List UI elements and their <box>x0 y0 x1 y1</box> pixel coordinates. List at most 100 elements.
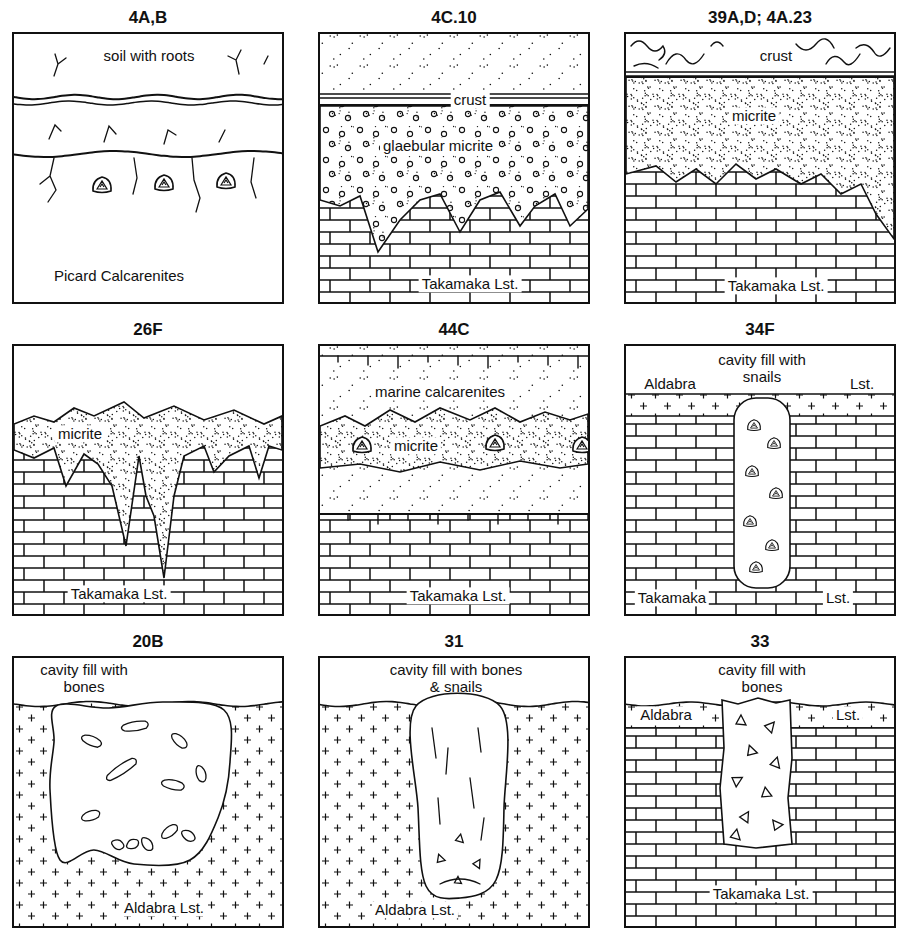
section-panel: 39A,D; 4A.23crustmicriteTakamaka Lst. <box>624 32 896 304</box>
cavity-fill <box>410 693 508 898</box>
rock-label: micrite <box>55 425 105 442</box>
section-panel: 33cavity fill with bonesAldabraLst.Takam… <box>624 656 896 928</box>
rock-label: Lst. <box>823 589 853 606</box>
bone-fragment <box>179 828 197 844</box>
shell-fragment <box>731 773 745 787</box>
cavity-fill <box>50 702 232 866</box>
rock-label: Aldabra Lst. <box>121 899 207 916</box>
section-illustration <box>320 658 588 926</box>
bone-fragment <box>139 835 156 852</box>
bone-fragment <box>121 719 149 733</box>
rock-label: cavity fill with bones & snails <box>386 661 526 696</box>
drip-mark <box>557 514 558 524</box>
crust-line <box>626 71 894 73</box>
drip-mark <box>497 514 498 524</box>
drip-mark <box>527 514 528 520</box>
crust-swirl <box>826 54 860 65</box>
snail-shell <box>746 466 759 477</box>
snail-shell <box>93 177 111 193</box>
bone-fragment <box>125 837 141 852</box>
drip-mark <box>367 356 368 365</box>
section-illustration <box>14 658 282 926</box>
section-panel: 34Fcavity fill with snailsAldabraLst.Tak… <box>624 344 896 616</box>
rock-label: micrite <box>729 107 779 124</box>
snail-shell <box>770 488 783 499</box>
rock-label: Takamaka Lst. <box>725 277 828 294</box>
rock-label: Takamaka Lst. <box>710 885 813 902</box>
drip-mark <box>547 356 548 365</box>
bone-fragment <box>159 822 180 841</box>
cavity-fill <box>720 698 792 848</box>
bone-fragment <box>80 808 101 823</box>
drip-mark <box>467 514 468 520</box>
shell-fragment <box>455 833 464 842</box>
drip-mark <box>427 356 428 362</box>
snail-shell <box>766 540 779 551</box>
bone-fragment <box>169 731 190 750</box>
root-trace <box>164 130 176 144</box>
bone-fragment <box>80 733 103 749</box>
root-trace <box>133 158 137 194</box>
shell-fragment <box>736 715 746 725</box>
crust-line <box>626 76 894 78</box>
rock-label: Lst. <box>833 706 863 723</box>
snail-shell <box>748 420 761 431</box>
drip-mark <box>587 514 588 520</box>
bone-fragment <box>194 764 209 783</box>
cavity-fill <box>734 398 790 588</box>
crust-swirl <box>631 41 665 60</box>
aldabra-top <box>626 393 894 395</box>
snail-shell <box>573 437 588 453</box>
snail-shell <box>744 516 757 527</box>
drip-mark <box>437 514 438 524</box>
rock-label: Takamaka Lst. <box>419 275 522 292</box>
shell-fragment <box>739 809 753 823</box>
rock-label: Takamaka Lst. <box>68 585 171 602</box>
panel-title: 39A,D; 4A.23 <box>708 8 812 28</box>
snail-shell <box>750 562 763 573</box>
aldabra-limestone <box>14 702 282 926</box>
marine-calcarenite-fill <box>320 346 588 516</box>
snail-shell <box>155 175 173 191</box>
panel-title: 34F <box>745 320 774 340</box>
root-trace <box>104 126 116 142</box>
rock-label: glaebular micrite <box>380 137 496 154</box>
panel-title: 44C <box>438 320 469 340</box>
calcarenite-fill <box>320 34 588 94</box>
crust-swirl <box>711 42 723 46</box>
shell-fragment <box>745 744 758 757</box>
section-panel: 4A,Bsoil with rootsPicard Calcarenites <box>12 32 284 304</box>
section-illustration <box>14 34 282 302</box>
snail-shell <box>217 173 235 189</box>
root-trace <box>49 125 61 139</box>
micrite-fill <box>626 76 894 239</box>
rock-label: cavity fill with snails <box>698 351 826 386</box>
panel-title: 26F <box>133 320 162 340</box>
drip-mark <box>377 514 378 524</box>
rock-label: Lst. <box>847 375 877 392</box>
root-trace <box>40 158 56 202</box>
shell-fragment <box>770 756 782 768</box>
root-trace <box>219 130 225 142</box>
calcarenite-top <box>14 151 282 157</box>
drip-mark <box>577 356 578 368</box>
panel-title: 4C.10 <box>431 8 476 28</box>
rock-label: cavity fill with bones <box>19 661 149 696</box>
soil-crust-line <box>14 95 282 99</box>
panel-title: 31 <box>445 632 464 652</box>
crust-swirl <box>796 39 834 50</box>
shell-fragment <box>730 828 742 840</box>
root-trace <box>54 54 66 76</box>
drip-mark <box>407 514 408 520</box>
bone-streak <box>432 728 484 840</box>
root-trace <box>264 56 268 64</box>
drip-mark <box>337 356 338 362</box>
root-trace <box>192 158 200 212</box>
shell-fragment <box>455 877 462 884</box>
micrite-fill <box>320 408 588 472</box>
bone-fragment <box>161 778 185 791</box>
bone-streak <box>440 879 480 884</box>
limestone-brick <box>320 514 588 614</box>
rock-label: marine calcarenites <box>372 383 508 400</box>
